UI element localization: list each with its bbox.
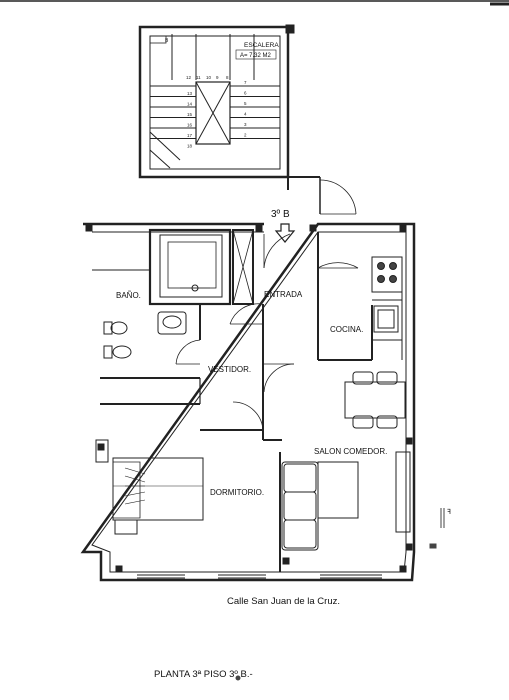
staircase	[138, 24, 295, 190]
stair-step-numbers-right: 7 6 5 4 3 2	[244, 80, 247, 138]
room-label-salon: SALON COMEDOR.	[314, 447, 387, 456]
outer-walls	[80, 222, 416, 582]
interior-walls	[92, 228, 373, 572]
margin-marks	[235, 508, 445, 681]
step-number-12: 12	[186, 75, 192, 80]
dining-table	[344, 371, 406, 429]
step-number-8: 8	[226, 75, 229, 80]
step-number-5: 5	[244, 101, 247, 106]
step-number-13: 13	[187, 91, 193, 96]
room-label-cocina: COCINA.	[330, 325, 363, 334]
page-border	[0, 0, 509, 6]
step-number-4: 4	[244, 112, 247, 117]
step-number-3: 3	[244, 122, 247, 127]
step-number-6: 6	[244, 91, 247, 96]
street-label: Calle San Juan de la Cruz.	[227, 596, 340, 607]
stair-title: ESCALERA	[244, 42, 279, 49]
stair-step-numbers-top: 12 11 10 9 8	[186, 75, 229, 80]
bed	[95, 439, 204, 535]
bathroom-fixtures	[103, 241, 217, 359]
doors	[175, 233, 359, 433]
landing	[288, 176, 357, 215]
kitchen-fixtures	[371, 256, 403, 360]
step-number-16: 16	[187, 123, 193, 128]
step-number-2: 2	[244, 133, 247, 138]
step-number-14: 14	[187, 102, 193, 107]
room-label-entrada: ENTRADA	[264, 290, 303, 299]
sofa-set	[281, 451, 411, 551]
plan-title: PLANTA 3ª PISO 3º B.-	[154, 669, 253, 680]
step-number-10: 10	[206, 75, 212, 80]
step-number-15: 15	[187, 112, 193, 117]
step-number-9: 9	[216, 75, 219, 80]
entry-arrow-icon	[274, 223, 296, 243]
unit-label: 3º B	[271, 209, 290, 220]
stair-tag: B	[165, 38, 169, 44]
step-number-7: 7	[244, 80, 247, 85]
margin-mark: ꟻ	[447, 508, 451, 516]
step-number-18: 18	[187, 144, 193, 149]
step-number-11: 11	[196, 75, 201, 80]
room-label-bano: BAÑO.	[116, 291, 141, 300]
stair-area: A= 7.32 M2	[240, 53, 272, 59]
room-label-dormitorio: DORMITORIO.	[210, 488, 264, 497]
step-number-17: 17	[187, 133, 193, 138]
room-label-vestidor: VESTIDOR.	[208, 365, 251, 374]
stair-step-numbers-left: 13 14 15 16 17 18	[187, 91, 193, 149]
